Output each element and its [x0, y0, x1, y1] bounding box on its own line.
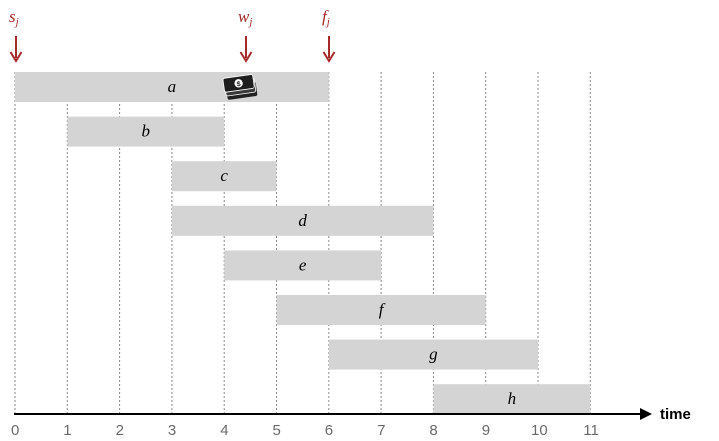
tick-label-6: 6: [325, 422, 333, 439]
job-bar-f: [276, 295, 486, 325]
tick-label-9: 9: [482, 422, 490, 439]
money-stack-icon: $: [222, 74, 258, 100]
start-marker: sj: [9, 7, 23, 63]
job-bar-h: [433, 384, 591, 415]
finish-marker: fj: [322, 7, 336, 63]
job-label-b: b: [142, 122, 151, 141]
job-bar-a: [15, 72, 329, 102]
job-label-h: h: [508, 389, 517, 408]
job-label-c: c: [220, 166, 228, 185]
tick-label-1: 1: [63, 422, 71, 439]
tick-label-0: 0: [11, 422, 19, 439]
weight-marker-label: wj: [238, 7, 252, 28]
job-label-d: d: [298, 211, 307, 230]
axis-label-time: time: [660, 406, 691, 423]
tick-label-7: 7: [377, 422, 385, 439]
job-bar-e: [224, 250, 382, 281]
job-label-f: f: [379, 300, 386, 319]
svg-text:$: $: [236, 81, 241, 88]
tick-label-3: 3: [168, 422, 176, 439]
job-label-g: g: [429, 345, 438, 364]
job-label-a: a: [168, 77, 177, 96]
tick-label-11: 11: [583, 422, 599, 439]
start-marker-label: sj: [9, 7, 19, 28]
job-bar-g: [328, 339, 538, 370]
tick-labels: 0 1 2 3 4 5 6 7 8 9 10 11: [11, 422, 599, 439]
time-axis-arrowhead: [640, 408, 652, 420]
job-bar-b: [67, 116, 225, 147]
job-bar-c: [171, 161, 277, 192]
tick-label-8: 8: [429, 422, 437, 439]
weight-marker: wj: [238, 7, 252, 63]
tick-label-2: 2: [116, 422, 124, 439]
tick-label-5: 5: [273, 422, 281, 439]
tick-label-4: 4: [220, 422, 228, 439]
job-bar-d: [171, 205, 434, 236]
job-bars: a b c d e f g h: [15, 72, 591, 415]
tick-label-10: 10: [531, 422, 548, 439]
job-label-e: e: [299, 255, 307, 274]
finish-marker-label: fj: [322, 7, 330, 28]
